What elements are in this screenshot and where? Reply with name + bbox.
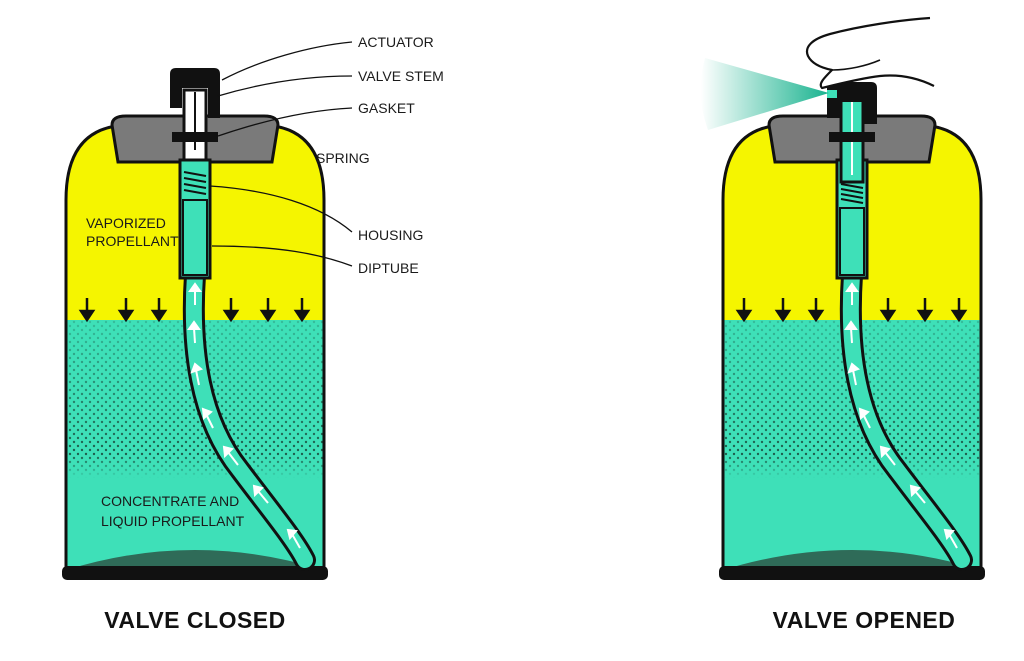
can-base-rim <box>62 566 328 580</box>
caption-valve-closed: VALVE CLOSED <box>104 607 286 633</box>
finger-icon <box>805 16 935 90</box>
gasket <box>172 132 218 142</box>
spray-mist-icon <box>700 58 829 130</box>
caption-valve-opened: VALVE OPENED <box>773 607 956 633</box>
label-diptube: DIPTUBE <box>358 260 419 276</box>
label-actuator: ACTUATOR <box>358 34 434 50</box>
actuator <box>170 68 220 118</box>
label-gasket: GASKET <box>358 100 415 116</box>
label-valve-stem: VALVE STEM <box>358 68 444 84</box>
gasket <box>829 132 875 142</box>
spring <box>840 183 864 204</box>
can-opened: VALVE OPENED <box>700 16 985 633</box>
label-vaporized-2: PROPELLANT <box>86 233 179 249</box>
actuator <box>827 82 877 124</box>
label-housing: HOUSING <box>358 227 423 243</box>
pressure-arrow-icon <box>78 298 311 323</box>
can-base-rim <box>719 566 985 580</box>
label-spring: SPRING <box>316 150 370 166</box>
label-vaporized-1: VAPORIZED <box>86 215 166 231</box>
pressure-arrow-icon <box>735 298 968 323</box>
leader-lines <box>209 41 353 267</box>
label-concentrate-1: CONCENTRATE AND <box>101 493 239 509</box>
can-closed: ACTUATOR VALVE STEM GASKET SPRING HOUSIN… <box>62 34 444 633</box>
spring <box>183 171 207 195</box>
label-concentrate-2: LIQUID PROPELLANT <box>101 513 245 529</box>
flow-arrow-icon <box>844 282 958 549</box>
flow-arrow-icon <box>187 282 301 549</box>
